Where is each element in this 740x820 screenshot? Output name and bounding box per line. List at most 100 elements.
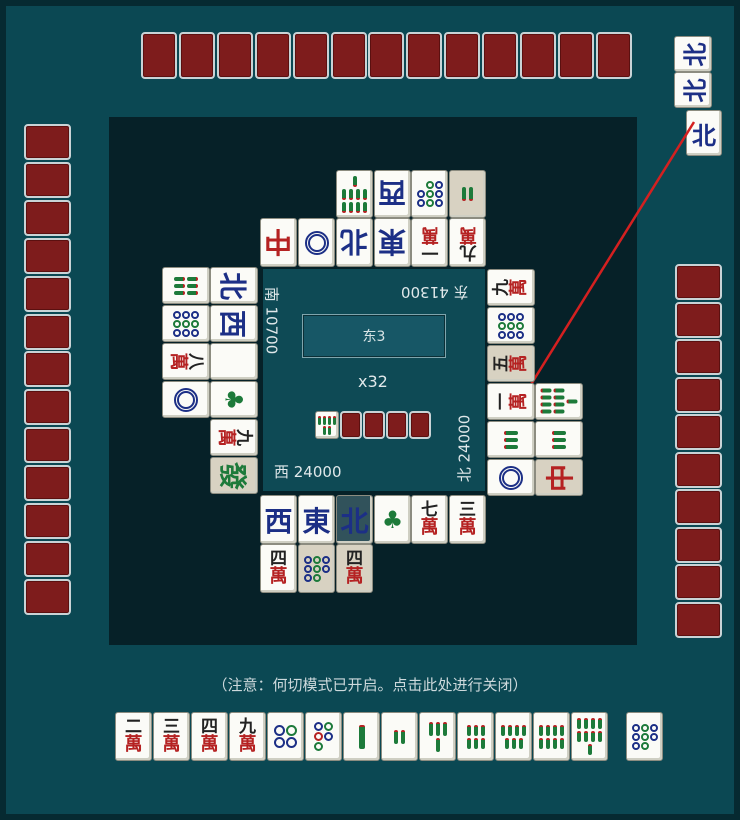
circle-dot (498, 312, 506, 321)
rank-glyph: 二 (125, 717, 142, 737)
tile-face: 北 (214, 271, 254, 299)
opponent-tile-back (557, 32, 594, 79)
character-tile-glyph: 七萬 (421, 502, 439, 537)
suit-glyph: 萬 (458, 224, 477, 245)
tile-face (337, 173, 372, 216)
red-dragon-glyph: 中 (543, 463, 577, 492)
opponent-tile-back (24, 313, 71, 350)
hand-tile[interactable] (419, 712, 456, 761)
bamboo-stick (435, 737, 440, 752)
discard-tile (487, 421, 535, 458)
hand-tile[interactable]: 三萬 (153, 712, 190, 761)
circle-dot (498, 330, 506, 339)
hand-tile[interactable] (495, 712, 532, 761)
bamboo-icon (496, 722, 531, 752)
tile-face: 東 (302, 500, 330, 540)
circle-dot (173, 310, 181, 319)
hand-tile[interactable]: 二萬 (115, 712, 152, 761)
tile-face: 九萬 (216, 429, 254, 447)
hand-tile[interactable] (305, 712, 342, 761)
bamboo-stick (187, 276, 198, 281)
suit-glyph: 萬 (420, 517, 439, 538)
bamboo-stick (598, 718, 602, 729)
suit-glyph: 萬 (124, 734, 143, 755)
hand-tile[interactable] (533, 712, 570, 761)
discard-tile: 九萬 (487, 269, 535, 306)
flower-icon: ♣ (219, 388, 249, 411)
opponent-tile-back (675, 489, 722, 525)
discard-tile: 一萬 (411, 218, 448, 267)
hand-tile[interactable] (267, 712, 304, 761)
tile-face: 西 (378, 174, 406, 214)
character-tile-glyph: 九萬 (492, 279, 530, 297)
hand-tile[interactable] (381, 712, 418, 761)
hand-tile[interactable] (571, 712, 608, 761)
hand-tile[interactable]: 四萬 (191, 712, 228, 761)
bamboo-stick (349, 201, 353, 213)
discard-tile: 發 (210, 457, 258, 494)
tile-face: 一萬 (492, 393, 530, 411)
tile-face: 四萬 (346, 551, 364, 586)
tile-face (274, 725, 297, 748)
discard-tile: 東 (374, 218, 411, 267)
bamboo-stick (174, 276, 185, 281)
character-tile-glyph: 四萬 (346, 551, 364, 586)
tile-face (314, 722, 333, 751)
bamboo-stick (584, 718, 588, 729)
dead-wall-tile (386, 411, 408, 439)
bamboo-stick (591, 731, 595, 742)
wind-glyph: 西 (378, 176, 407, 209)
bamboo-stick (462, 187, 466, 201)
circle-dot (321, 555, 330, 564)
discard-tile: 中 (535, 459, 583, 496)
circle-dot (640, 732, 649, 741)
tile-face: ♣ (382, 505, 404, 534)
circle-dot (507, 321, 515, 330)
circle-dot (640, 741, 649, 750)
circle-dot (174, 387, 198, 412)
circle-dot (425, 199, 434, 207)
bamboo-icon (453, 184, 483, 204)
tile-face: 九萬 (239, 719, 257, 754)
wind-glyph: 西 (215, 309, 249, 338)
tile-face (499, 465, 523, 490)
nanikiru-mode-notice[interactable]: （注意：何切模式已开启。点击此处进行关闭） (212, 676, 528, 694)
rank-glyph: 四 (201, 717, 218, 737)
discard-tile: 一萬 (487, 383, 535, 420)
discard-tile: 九萬 (210, 419, 258, 456)
tile-face (173, 310, 199, 337)
suit-glyph: 萬 (162, 734, 181, 755)
score-west: 西 24000 (274, 463, 342, 481)
bamboo-stick (356, 201, 360, 213)
bamboo-stick (546, 737, 550, 749)
bamboo-stick (587, 744, 592, 755)
opponent-tile-back (675, 526, 722, 563)
circle-dot (274, 725, 285, 736)
tile-face (461, 722, 491, 752)
hand-tile[interactable]: 九萬 (229, 712, 266, 761)
bamboo-stick (356, 188, 360, 200)
opponent-tile-back (24, 199, 71, 236)
dora-indicator-tile (315, 411, 339, 439)
tile-face (498, 312, 524, 339)
bamboo-icon (171, 271, 201, 301)
hand-tile[interactable] (457, 712, 494, 761)
hand-tile[interactable] (343, 712, 380, 761)
wind-glyph: 北 (340, 224, 369, 258)
circle-one-icon (304, 230, 329, 255)
character-tile-glyph: 九萬 (458, 224, 477, 262)
bamboo-stick (442, 721, 447, 736)
discard-tile: ♣ (374, 495, 411, 544)
circle-tile-icon (416, 181, 443, 207)
opponent-tile-back (444, 32, 481, 79)
circle-dot (303, 573, 312, 582)
opponent-tile-back (24, 540, 71, 577)
drawn-tile[interactable] (626, 712, 663, 761)
rank-glyph: 八 (185, 353, 206, 370)
circle-dot (631, 741, 640, 750)
bamboo-stick (504, 737, 509, 749)
discard-tile (449, 170, 486, 218)
suit-glyph: 萬 (345, 566, 364, 587)
discard-tile (487, 459, 535, 496)
circle-dot (425, 181, 434, 189)
